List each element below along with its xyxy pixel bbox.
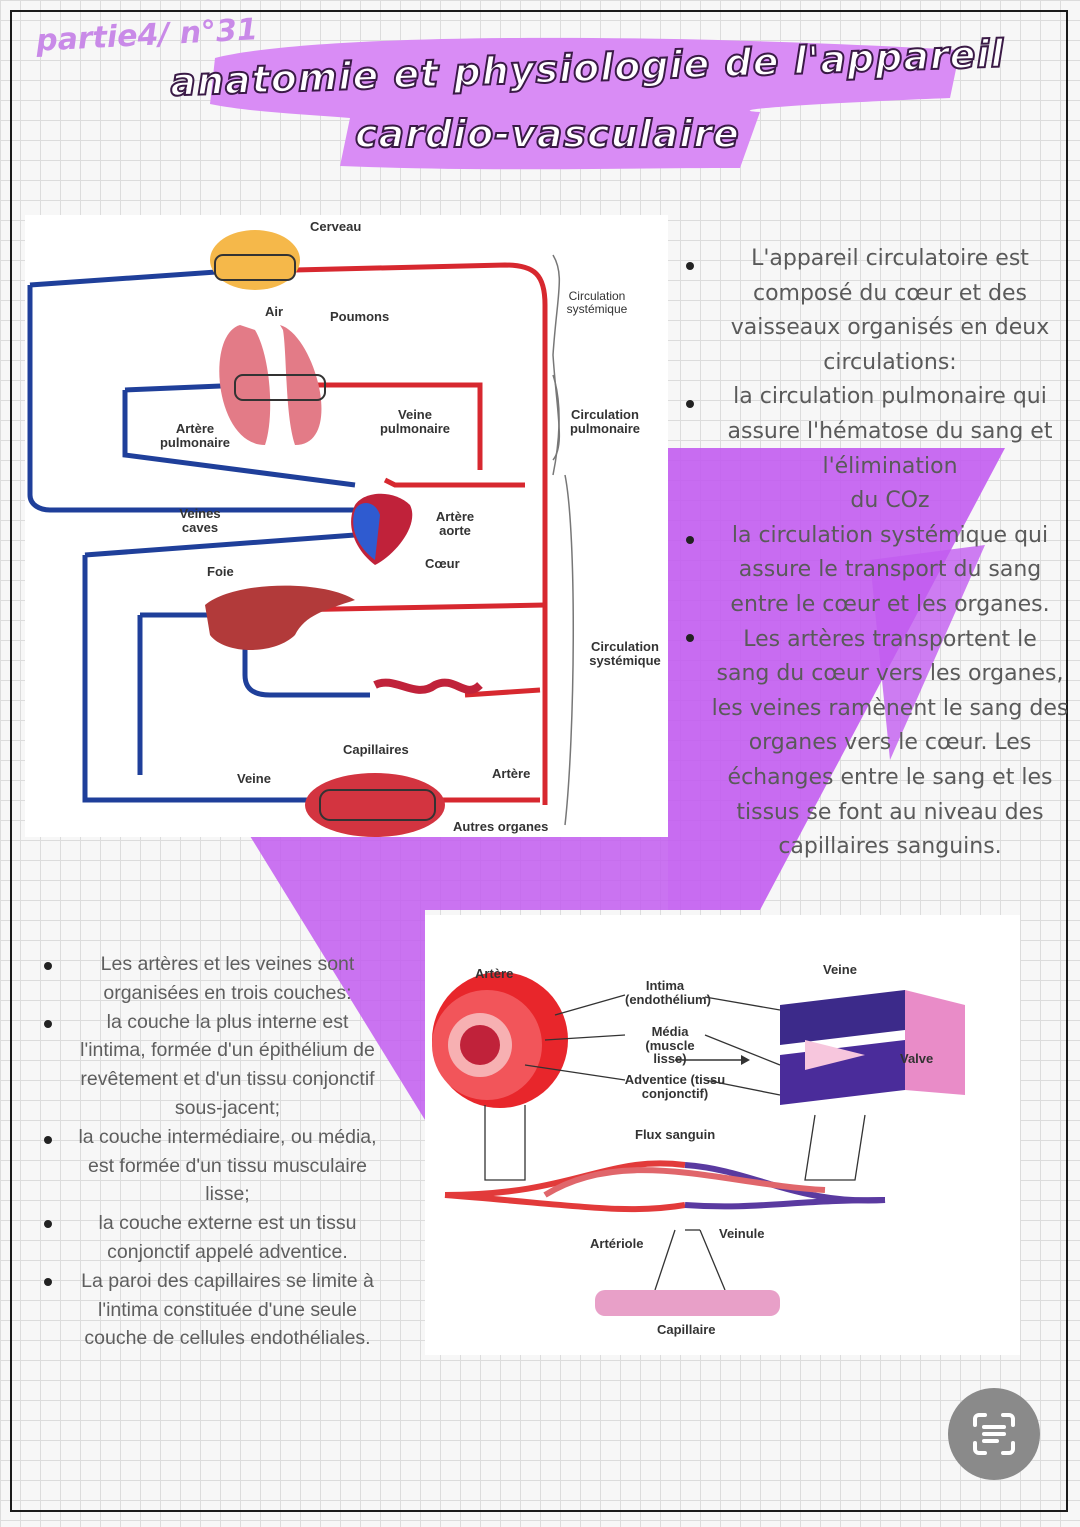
label-artere-aorte: Artère aorte bbox=[435, 509, 475, 538]
label-autres-organes: Autres organes bbox=[453, 819, 549, 834]
circulation-drawing bbox=[27, 230, 575, 837]
bullet bbox=[686, 400, 694, 408]
text-line: assure l'hématose du sang et bbox=[727, 418, 1053, 444]
label-media: Média (muscle lisse) bbox=[645, 1024, 695, 1067]
label-arteriole: Artériole bbox=[590, 1236, 644, 1251]
scan-text-button[interactable] bbox=[948, 1388, 1040, 1480]
left-paragraph: Les artères et les veines sont organisée… bbox=[55, 950, 400, 1353]
right-paragraph: L'appareil circulatoire est composé du c… bbox=[700, 242, 1080, 865]
label-veine-pulmonaire: Veine pulmonaire bbox=[379, 407, 451, 436]
text-line: composé du cœur et des bbox=[752, 280, 1027, 306]
text-line: la couche la plus interne est bbox=[106, 1010, 349, 1033]
label-artere: Artère bbox=[475, 966, 514, 981]
label-valve: Valve bbox=[900, 1051, 934, 1066]
text-line: échanges entre le sang et les bbox=[727, 764, 1053, 790]
text-line: l'intima constituée d'une seule bbox=[98, 1298, 357, 1321]
capillaries-icon bbox=[373, 678, 483, 694]
organ-icon bbox=[305, 773, 445, 837]
text-line: l'intima, formée d'un épithélium de bbox=[80, 1039, 375, 1062]
label-circ-systemique-top: Circulation systémique bbox=[566, 289, 628, 316]
text-line: tissus se font au niveau des bbox=[736, 799, 1044, 825]
text-line: vaisseaux organisés en deux bbox=[730, 315, 1050, 341]
text-line: L'appareil circulatoire est bbox=[751, 246, 1029, 271]
label-flux: Flux sanguin bbox=[635, 1127, 716, 1142]
page-frame bbox=[10, 10, 1068, 1512]
label-artere: Artère bbox=[492, 766, 531, 781]
text-line: capillaires sanguins. bbox=[778, 834, 1002, 860]
text-line: la couche intermédiaire, ou média, bbox=[78, 1125, 377, 1148]
label-air: Air bbox=[265, 304, 284, 319]
vein-cross-section bbox=[780, 990, 905, 1045]
label-circ-systemique: Circulation systémique bbox=[589, 639, 661, 668]
label-veine: Veine bbox=[823, 962, 857, 977]
lung-right-icon bbox=[280, 325, 322, 445]
vessel-diagram: Artère Veine Intima (endothélium) Média … bbox=[425, 915, 1020, 1355]
brain-icon bbox=[210, 230, 300, 290]
label-artere-pulmonaire: Artère pulmonaire bbox=[159, 421, 231, 450]
bullet bbox=[44, 962, 52, 970]
lung-left-icon bbox=[219, 325, 271, 445]
label-foie: Foie bbox=[207, 564, 234, 579]
text-line: La paroi des capillaires se limite à bbox=[81, 1269, 374, 1292]
text-line: la circulation pulmonaire qui bbox=[733, 384, 1047, 410]
text-line: sous-jacent; bbox=[174, 1096, 281, 1119]
scan-text-icon bbox=[973, 1413, 1015, 1455]
text-line: est formée d'un tissu musculaire bbox=[87, 1154, 367, 1177]
purple-wedge-right bbox=[870, 545, 985, 760]
label-coeur: Cœur bbox=[425, 556, 460, 571]
label-veines-caves: Veines caves bbox=[179, 506, 221, 535]
circulation-diagram: Cerveau Air Poumons Circulation systémiq… bbox=[25, 215, 668, 837]
bullet bbox=[44, 1220, 52, 1228]
title-highlight bbox=[210, 37, 960, 170]
text-line: les veines ramènent le sang des bbox=[711, 695, 1069, 721]
label-poumons: Poumons bbox=[330, 309, 390, 324]
label-veine: Veine bbox=[237, 771, 271, 786]
label-capillaires: Capillaires bbox=[343, 742, 409, 757]
label-veinule: Veinule bbox=[719, 1226, 765, 1241]
text-line: organisées en trois couches: bbox=[103, 981, 352, 1004]
text-line: couche de cellules endothéliales. bbox=[84, 1327, 371, 1350]
bullet bbox=[44, 1020, 52, 1028]
bullet bbox=[686, 536, 694, 544]
label-adventice: Adventice (tissu conjonctif) bbox=[624, 1072, 726, 1101]
text-line: lisse; bbox=[205, 1183, 250, 1206]
page-title-line2: cardio-vasculaire bbox=[354, 111, 740, 157]
label-intima: Intima (endothélium) bbox=[625, 978, 711, 1007]
purple-triangle-lower bbox=[250, 836, 668, 1120]
label-capillaire: Capillaire bbox=[657, 1322, 716, 1337]
text-line: assure le transport du sang bbox=[738, 557, 1042, 583]
text-line: entre le cœur et les organes. bbox=[730, 591, 1050, 617]
bullet bbox=[44, 1136, 52, 1144]
text-line: l'élimination bbox=[822, 453, 958, 479]
text-line: la circulation systémique qui bbox=[731, 522, 1049, 548]
bullet bbox=[44, 1278, 52, 1286]
bullet bbox=[686, 634, 694, 642]
text-line: Les artères transportent le bbox=[743, 626, 1037, 652]
text-line: revêtement et d'un tissu conjonctif bbox=[80, 1068, 375, 1091]
text-line: circulations: bbox=[823, 349, 957, 375]
text-line: organes vers le cœur. Les bbox=[748, 730, 1032, 756]
text-line: la couche externe est un tissu bbox=[98, 1212, 357, 1235]
text-line: conjonctif appelé adventice. bbox=[107, 1240, 348, 1263]
bullet bbox=[686, 262, 694, 270]
text-line: Les artères et les veines sont bbox=[100, 953, 355, 975]
vessel-drawing bbox=[432, 972, 965, 1316]
label-cerveau: Cerveau bbox=[310, 219, 362, 234]
text-line: sang du cœur vers les organes, bbox=[716, 661, 1064, 687]
liver-icon bbox=[205, 585, 355, 650]
label-circ-pulmonaire: Circulation pulmonaire bbox=[569, 407, 641, 436]
capillary-icon bbox=[595, 1290, 780, 1316]
text-line: du COz bbox=[850, 488, 930, 514]
